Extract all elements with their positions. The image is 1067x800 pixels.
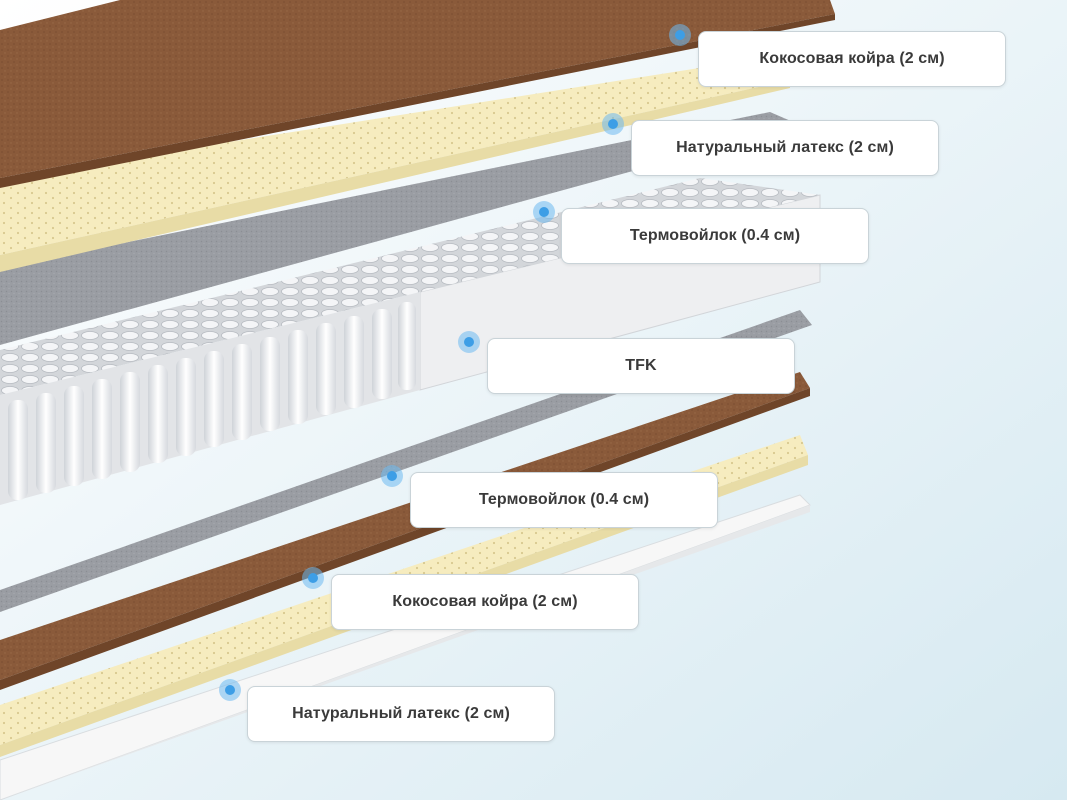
callout-tfk: TFK xyxy=(487,338,795,394)
callout-coir-bottom: Кокосовая койра (2 см) xyxy=(331,574,639,630)
spring-columns xyxy=(8,302,416,500)
callout-felt-bottom: Термовойлок (0.4 см) xyxy=(410,472,718,528)
callout-coir-top: Кокосовая койра (2 см) xyxy=(698,31,1006,87)
marker-dot-7 xyxy=(219,679,241,701)
upper-latex-layer xyxy=(0,60,790,255)
callout-latex-bottom: Натуральный латекс (2 см) xyxy=(247,686,555,742)
callout-felt-top: Термовойлок (0.4 см) xyxy=(561,208,869,264)
top-coir-layer xyxy=(0,0,835,178)
marker-dot-2 xyxy=(602,113,624,135)
lower-coir-layer xyxy=(0,372,810,680)
callout-latex-top: Натуральный латекс (2 см) xyxy=(631,120,939,176)
marker-dot-3 xyxy=(533,201,555,223)
marker-dot-5 xyxy=(381,465,403,487)
upper-felt-layer xyxy=(0,112,800,345)
top-coir-edge xyxy=(0,14,835,188)
marker-dot-1 xyxy=(669,24,691,46)
marker-dot-6 xyxy=(302,567,324,589)
marker-dot-4 xyxy=(458,331,480,353)
upper-latex-edge xyxy=(0,80,790,272)
lower-coir-edge xyxy=(0,388,810,690)
